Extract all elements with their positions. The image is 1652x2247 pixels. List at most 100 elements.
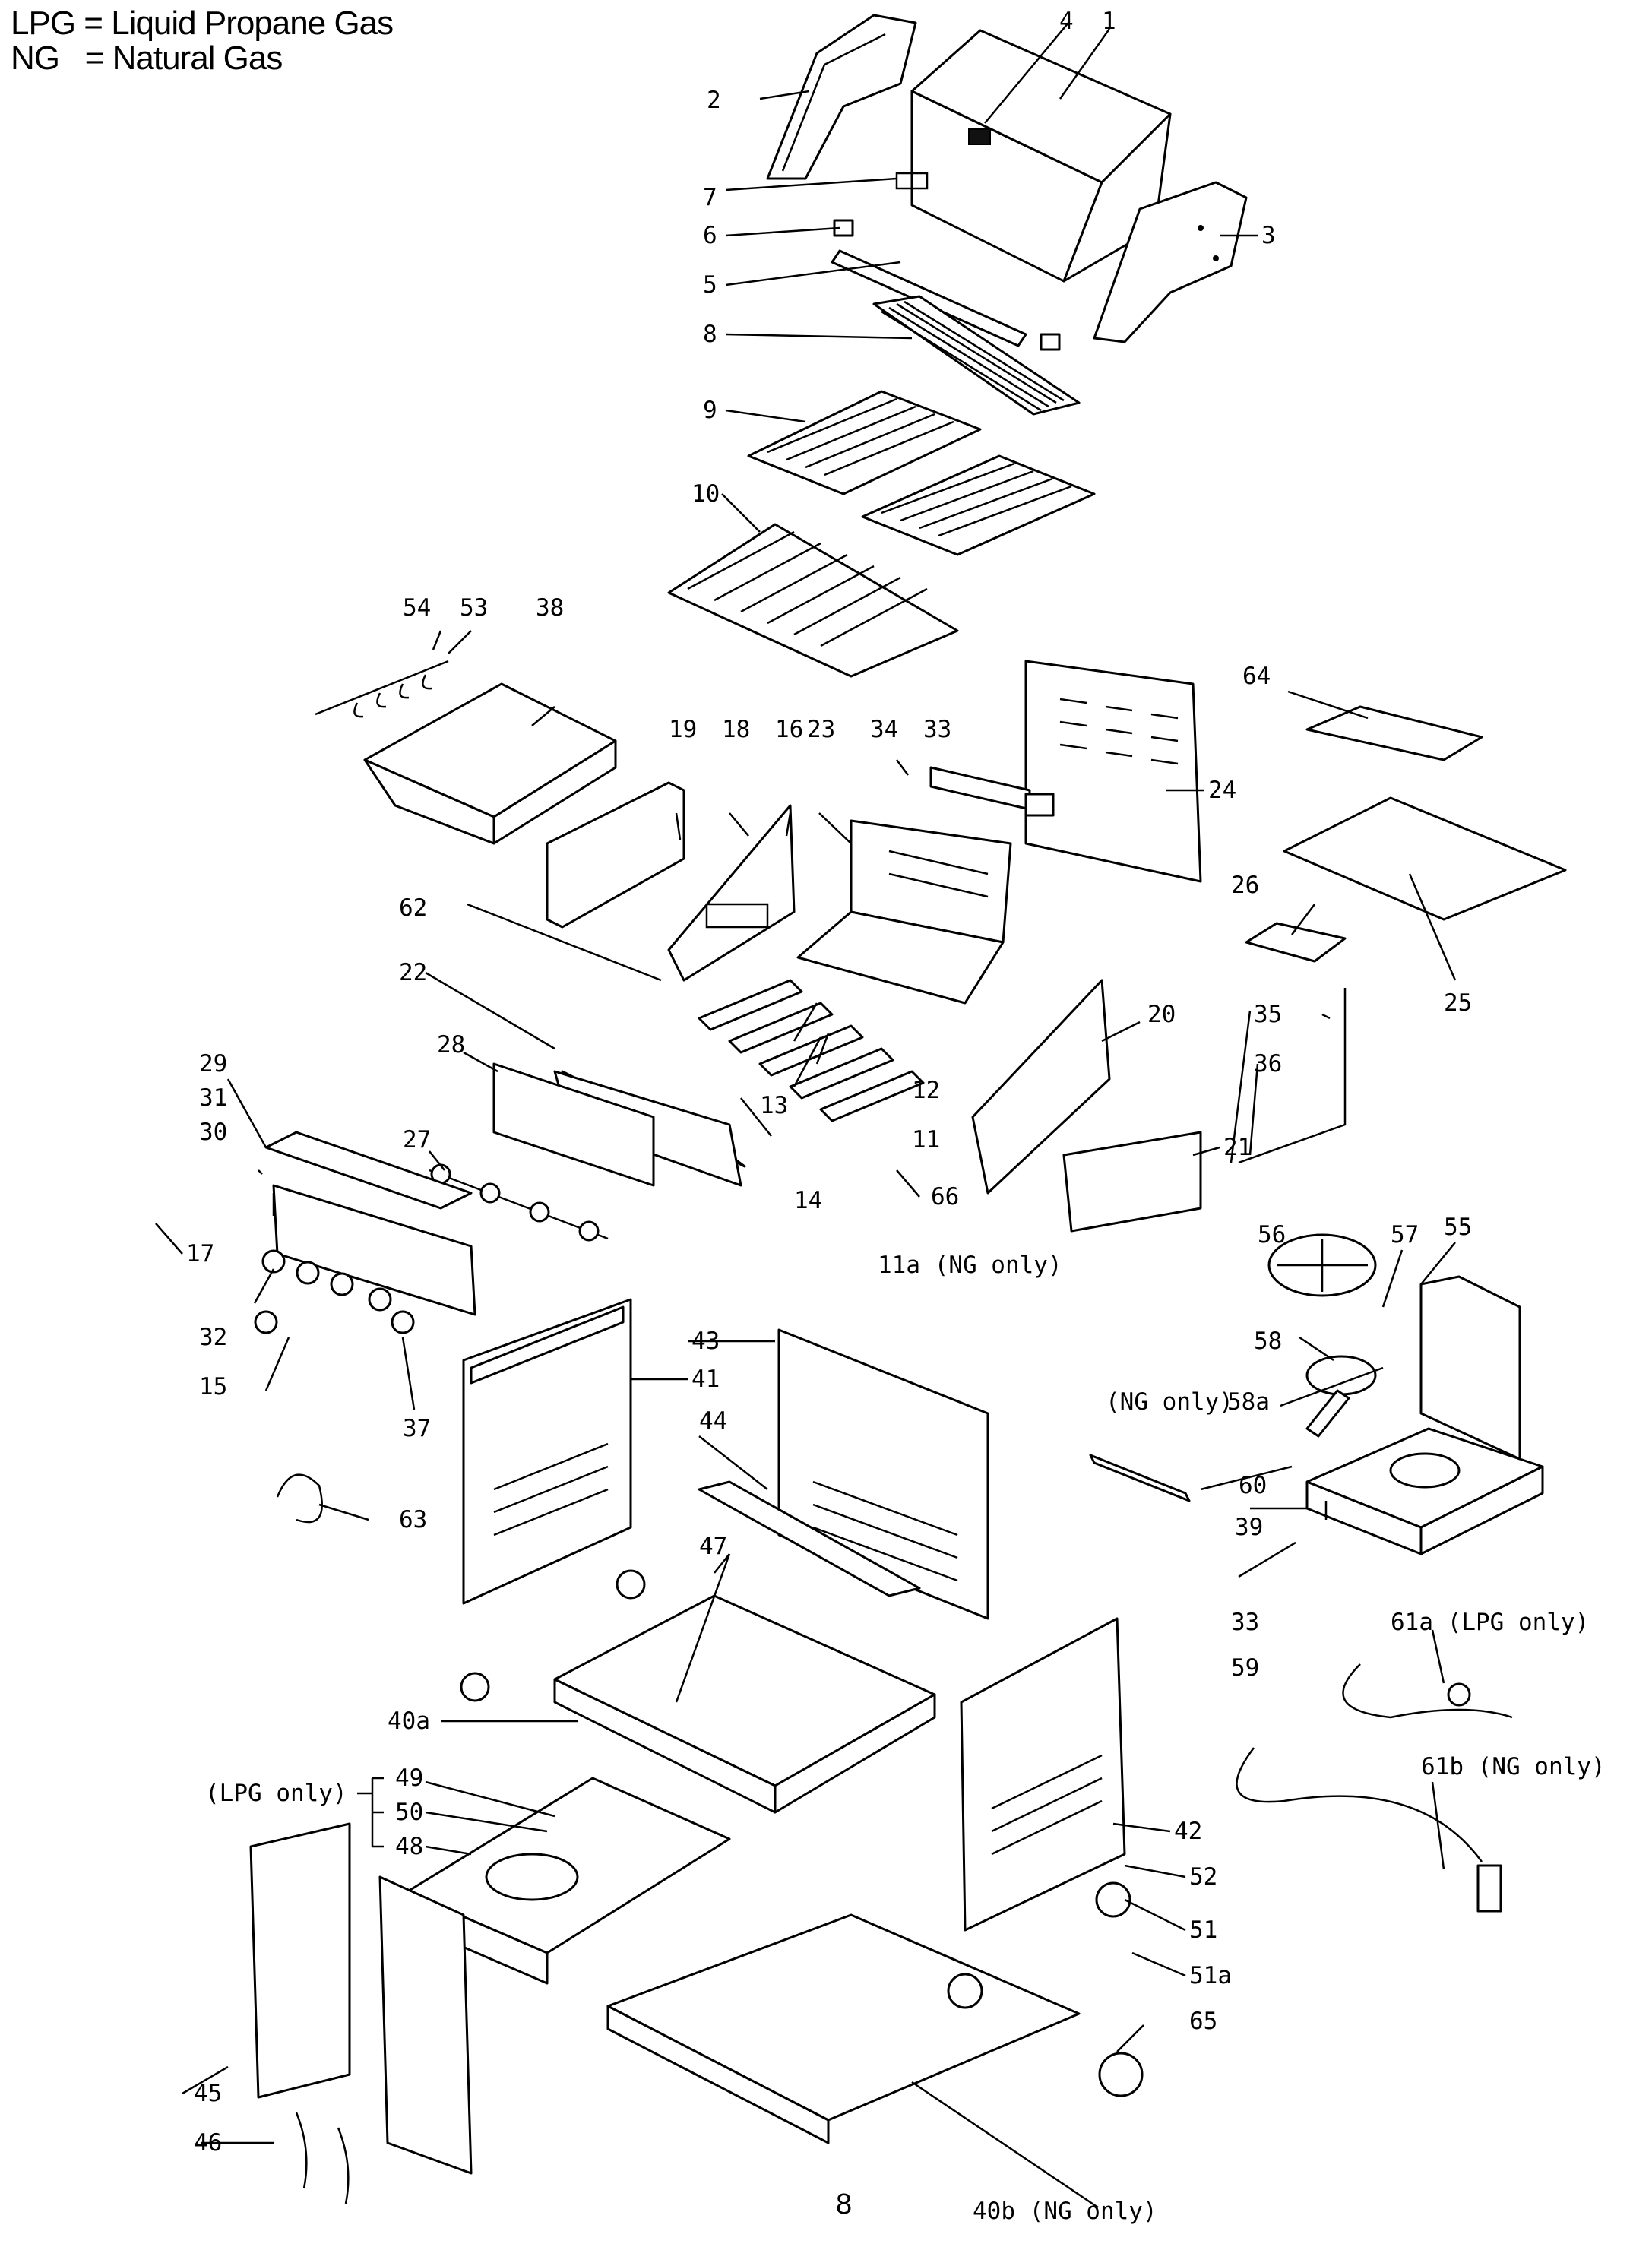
ng-hose-part [1236,1747,1502,1913]
callout-23: 23 [807,716,835,743]
callout-32: 32 [199,1324,227,1351]
callout-65: 65 [1189,2008,1217,2035]
legend-ng-text: Natural Gas [112,40,283,77]
lid-hood-part [895,29,1172,283]
lpg-regulator-hose-part [1342,1663,1513,1719]
leader-lines [155,22,1457,2209]
callout-44: 44 [699,1407,727,1435]
callout-51a: 51a [1189,1962,1232,1989]
callout-61a: 61a (LPG only) [1391,1609,1589,1636]
control-bracket-part [492,1062,655,1187]
cooking-grates-part [747,390,1096,556]
catch-pan-holder-part [1283,796,1567,921]
callout-39: 39 [1235,1514,1263,1541]
callout-52: 52 [1189,1863,1217,1891]
callout-37: 37 [403,1415,431,1442]
warming-rack-part [872,295,1081,416]
callout-13: 13 [760,1092,788,1119]
callout-9: 9 [703,397,717,424]
callout-11: 11 [912,1126,940,1154]
callout-12: 12 [912,1077,940,1104]
left-side-table-part [363,682,617,845]
callout-36: 36 [1254,1050,1282,1078]
callout-25: 25 [1444,989,1472,1017]
callout-24: 24 [1208,777,1236,804]
door-left-part [249,1822,351,2099]
right-firebox-panel-part [971,979,1111,1195]
callout-54: 54 [403,594,431,622]
legend-row-ng: NG = Natural Gas [11,40,283,77]
left-end-cap-part [766,14,917,180]
lighting-rod-part [1238,988,1347,1164]
callout-11a: 11a (NG only) [878,1252,1062,1279]
callout-28: 28 [437,1031,465,1059]
side-burner-grate-part [1267,1233,1377,1297]
right-frame-bracket-part [546,781,685,929]
burner-knobs-part [254,1249,415,1334]
callout-27: 27 [403,1126,431,1154]
flavorizer-bars-part [667,523,959,678]
firebox-part [796,819,1012,1005]
callout-57: 57 [1391,1221,1419,1249]
callout-58a: 58a [1227,1388,1270,1416]
callout-10: 10 [691,480,720,508]
right-frame-panel-part [1062,1131,1202,1233]
igniter-wire-part [276,1473,323,1524]
legend-lpg-text: Liquid Propane Gas [111,5,394,42]
tool-hooks-part [315,660,449,718]
bottom-shelf-part [553,1594,936,1814]
page-number: 8 [836,2188,853,2220]
gas-hose-part [1089,1454,1191,1502]
rear-panel-part [1024,660,1202,883]
handle-bar-part [831,219,1061,351]
callout-35: 35 [1254,1001,1282,1028]
burner-tubes-part [698,979,925,1122]
callout-4: 4 [1059,8,1074,35]
callout-64: 64 [1242,663,1271,690]
callout-41: 41 [691,1366,720,1393]
callout-20: 20 [1147,1001,1176,1028]
lower-shelf-part [606,1913,1081,2144]
gas-valves-part [429,1163,609,1242]
callout-51: 51 [1189,1916,1217,1944]
lpg-group-bracket [357,1777,384,1848]
callout-31: 31 [199,1084,227,1112]
callout-42: 42 [1174,1818,1202,1845]
callout-15: 15 [199,1373,227,1400]
callout-50: 50 [395,1799,423,1826]
callout-47: 47 [699,1533,727,1560]
casters-part [460,1569,1144,2097]
legend-lpg-abbr: LPG [11,5,76,42]
callout-63: 63 [399,1506,427,1533]
side-burner-housing-part [1305,1427,1544,1555]
side-burner-part [1305,1355,1377,1438]
right-cart-frame-part [960,1617,1126,1932]
right-end-cap-part [1093,181,1248,343]
callout-lpg-group: (LPG only) [205,1780,347,1807]
callout-7: 7 [703,184,717,211]
callout-34: 34 [870,716,898,743]
callout-6: 6 [703,222,717,249]
callout-18: 18 [722,716,750,743]
callout-21: 21 [1223,1134,1252,1161]
cart-rail-part [698,1480,921,1597]
callout-49: 49 [395,1764,423,1792]
callout-61b: 61b (NG only) [1421,1753,1606,1780]
callout-58: 58 [1254,1328,1282,1355]
callout-5: 5 [703,271,717,299]
callout-8: 8 [703,321,717,348]
callout-43: 43 [691,1328,720,1355]
callout-33-bottom: 33 [1231,1609,1259,1636]
callout-66: 66 [931,1183,959,1211]
callout-55: 55 [1444,1214,1472,1241]
side-burner-lid-part [1419,1275,1521,1461]
callout-3: 3 [1261,222,1276,249]
callout-58a-note: (NG only) [1106,1388,1233,1416]
igniter-box-part [929,766,1055,817]
legend-row-lpg: LPG = Liquid Propane Gas [11,5,394,42]
bottom-tray-part [1305,705,1483,761]
callout-29: 29 [199,1050,227,1078]
front-panel-top-part [264,1131,473,1210]
callout-1: 1 [1102,8,1116,35]
